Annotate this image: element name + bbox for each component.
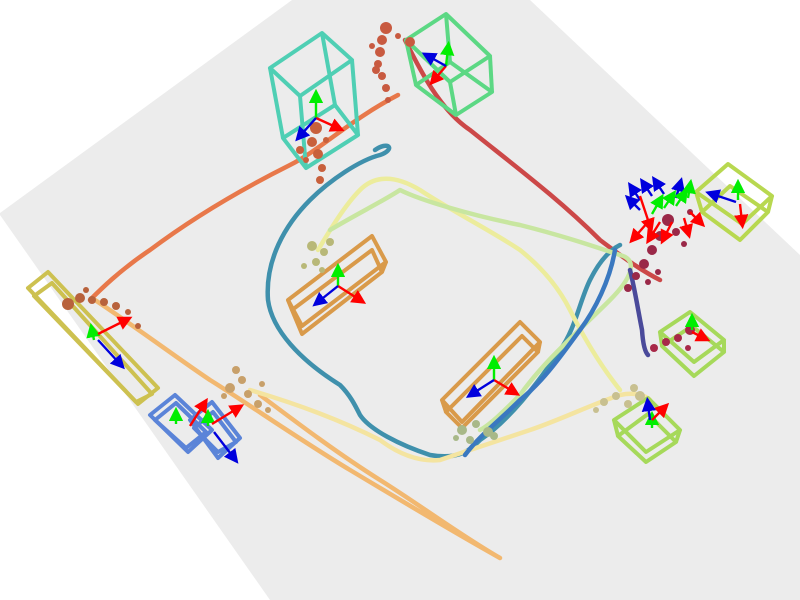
orange-box-center: [286, 234, 388, 336]
orange-trajectory-top: [87, 92, 401, 303]
human-figure-left: [62, 287, 141, 329]
human-figure-teal-box: [296, 122, 329, 184]
pale-yellow-trajectory: [315, 176, 623, 393]
axis-gizmo-teal-box: [295, 88, 345, 142]
lime-box-right-mid: [658, 310, 726, 378]
object-cluster-bottom: [453, 420, 498, 444]
green-box-top: [404, 12, 494, 117]
axis-gizmo-lime-bottom: [641, 396, 670, 428]
object-cluster-left: [221, 366, 271, 413]
blue-trajectory-right: [462, 247, 618, 458]
human-figure-top: [369, 22, 415, 103]
axis-gizmo-orange-center: [312, 262, 367, 307]
teal-tall-box: [268, 31, 360, 170]
axis-gizmo-blue-boxes: [168, 397, 245, 464]
lime-box-right-bottom: [612, 396, 682, 464]
axis-gizmo-orange-right: [465, 354, 521, 398]
axis-gizmo-lime-mid: [684, 312, 711, 342]
olive-box-left: [26, 270, 160, 406]
axis-gizmos: [86, 40, 749, 464]
axis-gizmo-green-box: [421, 40, 455, 86]
navy-trajectory-right: [627, 267, 651, 358]
axis-gizmo-lime-top: [705, 178, 749, 230]
axis-gizmo-red-figure: [624, 176, 706, 245]
peach-trajectory-bottom: [92, 297, 503, 561]
axis-gizmo-olive-box: [86, 316, 133, 370]
object-cluster-center: [301, 238, 334, 273]
